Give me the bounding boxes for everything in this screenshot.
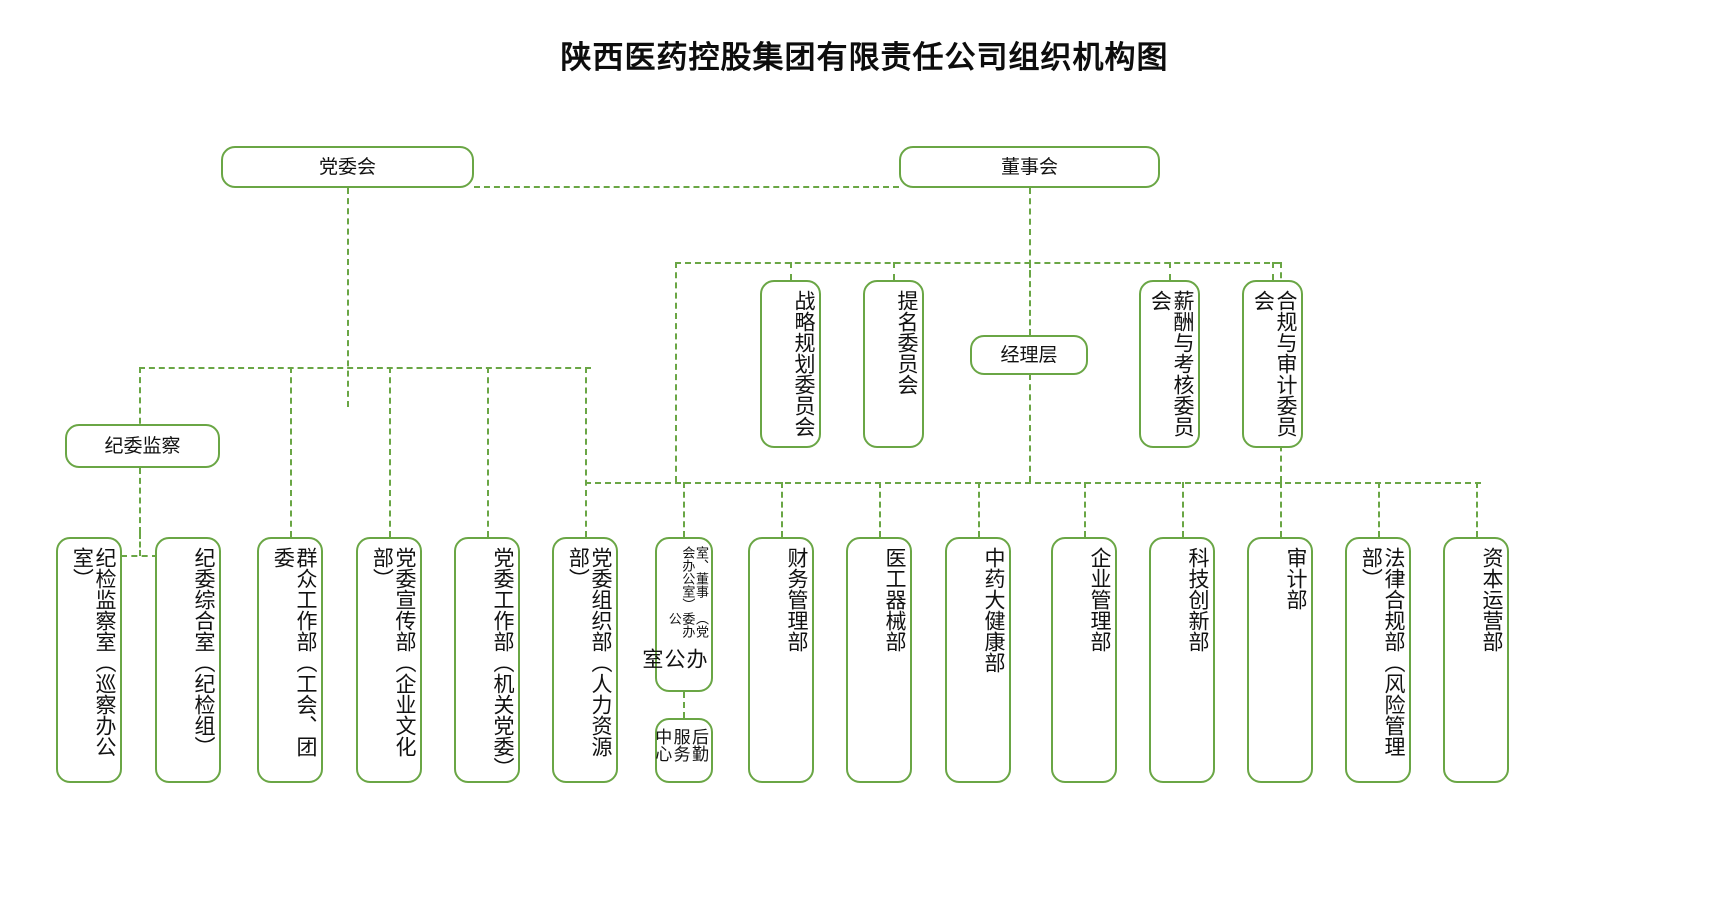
node-general-office-sub-left-label: 室、董事会办公室） — [679, 546, 708, 611]
node-organization-department[interactable]: 党委组织部（人力资源部） — [552, 537, 618, 783]
connector-to-general-office — [683, 482, 685, 537]
connector-discipline-split-center — [139, 533, 141, 556]
node-committee-remuneration[interactable]: 薪酬与考核委员会 — [1139, 280, 1200, 448]
connector-to-capital-operation — [1476, 482, 1478, 537]
node-general-office[interactable]: 办公室 （党委办公 室、董事会办公室） — [640, 537, 713, 692]
node-audit-department[interactable]: 审计部 — [1247, 537, 1313, 783]
connector-board-to-management — [1029, 262, 1031, 335]
node-inspection-office-label: 纪检监察室（巡察办公室） — [70, 547, 117, 757]
connector-trunk-to-propaganda — [389, 367, 391, 537]
node-logistics-center[interactable]: 后勤服务中心 — [651, 718, 713, 783]
node-organization-department-label: 党委组织部（人力资源部） — [566, 547, 613, 757]
connector-to-legal-compliance — [1378, 482, 1380, 537]
node-mass-work-department-label: 群众工作部（工会、团委 — [271, 547, 318, 757]
connector-to-remuneration-committee — [1169, 262, 1171, 280]
connector-department-bus — [585, 482, 1481, 484]
node-management-layer-label: 经理层 — [1000, 343, 1058, 366]
node-discipline-general-office[interactable]: 纪委综合室（纪检组） — [155, 537, 221, 783]
node-finance-department[interactable]: 财务管理部 — [748, 537, 814, 783]
connector-trunk-to-organization — [585, 367, 587, 537]
connector-party-down — [347, 188, 349, 407]
connector-to-tcm-health — [978, 482, 980, 537]
connector-to-medical-devices — [879, 482, 881, 537]
node-board-of-directors-label: 董事会 — [1000, 155, 1058, 178]
node-party-committee-label: 党委会 — [318, 155, 376, 178]
connector-trunk-to-discipline — [139, 367, 141, 444]
node-enterprise-management-department[interactable]: 企业管理部 — [1051, 537, 1117, 783]
connector-office-to-logistics — [683, 692, 685, 718]
node-discipline-inspection[interactable]: 纪委监察 — [65, 424, 220, 468]
node-capital-operation-department[interactable]: 资本运营部 — [1443, 537, 1509, 783]
node-committee-nomination-label: 提名委员会 — [895, 290, 919, 395]
node-discipline-general-office-label: 纪委综合室（纪检组） — [192, 547, 216, 757]
connector-to-finance — [781, 482, 783, 537]
node-committee-compliance-audit[interactable]: 合规与审计委员会 — [1242, 280, 1303, 448]
connector-party-trunk — [139, 367, 591, 369]
node-legal-compliance-department-label: 法律合规部（风险管理部） — [1359, 547, 1406, 757]
node-logistics-center-label: 后勤服务中心 — [651, 728, 708, 762]
node-committee-compliance-audit-label: 合规与审计委员会 — [1251, 290, 1298, 437]
node-committee-strategy[interactable]: 战略规划委员会 — [760, 280, 821, 448]
node-party-work-department[interactable]: 党委工作部（机关党委） — [454, 537, 520, 783]
connector-to-nomination-committee — [893, 262, 895, 280]
connector-discipline-split — [90, 555, 189, 557]
node-capital-operation-department-label: 资本运营部 — [1480, 547, 1504, 652]
node-discipline-inspection-label: 纪委监察 — [104, 434, 181, 457]
connector-committee-bus-left-leg — [675, 262, 677, 482]
node-committee-nomination[interactable]: 提名委员会 — [863, 280, 924, 448]
connector-trunk-to-party-work — [487, 367, 489, 537]
node-board-of-directors[interactable]: 董事会 — [899, 146, 1160, 188]
node-mass-work-department[interactable]: 群众工作部（工会、团委 — [257, 537, 323, 783]
node-committee-strategy-label: 战略规划委员会 — [792, 290, 816, 437]
connector-trunk-to-mass-work — [290, 367, 292, 537]
connector-to-compliance-committee — [1272, 262, 1274, 280]
connector-to-audit — [1280, 482, 1282, 537]
node-party-committee[interactable]: 党委会 — [221, 146, 474, 188]
connector-to-sci-tech-innovation — [1182, 482, 1184, 537]
node-legal-compliance-department[interactable]: 法律合规部（风险管理部） — [1345, 537, 1411, 783]
node-propaganda-department[interactable]: 党委宣传部（企业文化部） — [356, 537, 422, 783]
connector-board-down — [1029, 188, 1031, 276]
node-inspection-office[interactable]: 纪检监察室（巡察办公室） — [56, 537, 122, 783]
connector-to-enterprise-management — [1084, 482, 1086, 537]
node-propaganda-department-label: 党委宣传部（企业文化部） — [370, 547, 417, 757]
connector-to-strategy-committee — [790, 262, 792, 280]
connector-committee-bus — [675, 262, 1280, 264]
connector-discipline-down — [139, 468, 141, 533]
node-tcm-health-department-label: 中药大健康部 — [982, 547, 1006, 673]
page-title: 陕西医药控股集团有限责任公司组织机构图 — [560, 40, 1169, 76]
node-medical-devices-department-label: 医工器械部 — [883, 547, 907, 652]
node-finance-department-label: 财务管理部 — [785, 547, 809, 652]
node-committee-remuneration-label: 薪酬与考核委员会 — [1148, 290, 1195, 437]
node-general-office-sub-right-label: （党委办公 — [665, 612, 708, 639]
node-medical-devices-department[interactable]: 医工器械部 — [846, 537, 912, 783]
connector-management-down — [1029, 374, 1031, 482]
node-sci-tech-innovation-department-label: 科技创新部 — [1186, 547, 1210, 652]
node-management-layer[interactable]: 经理层 — [970, 335, 1088, 375]
node-enterprise-management-department-label: 企业管理部 — [1088, 547, 1112, 652]
node-sci-tech-innovation-department[interactable]: 科技创新部 — [1149, 537, 1215, 783]
node-general-office-main-label: 办公室 — [639, 648, 708, 670]
node-party-work-department-label: 党委工作部（机关党委） — [491, 547, 515, 778]
connector-party-to-board — [474, 186, 899, 188]
node-tcm-health-department[interactable]: 中药大健康部 — [945, 537, 1011, 783]
node-audit-department-label: 审计部 — [1284, 547, 1308, 610]
